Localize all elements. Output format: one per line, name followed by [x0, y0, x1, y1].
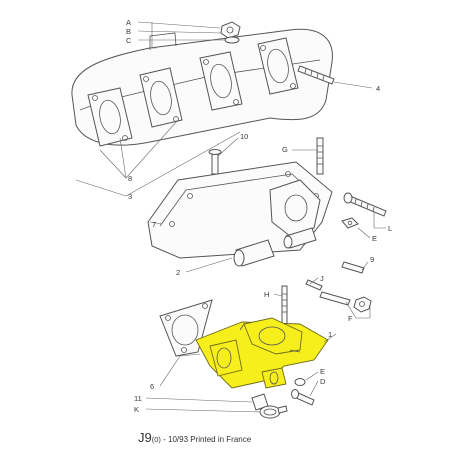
manifold-gasket-1 — [87, 87, 133, 147]
manifold-stud — [297, 65, 335, 85]
callout-labels: A B C 4 8 3 10 G 7 L E 9 2 J H F 1 6 E D… — [126, 18, 392, 414]
stud-right — [319, 291, 351, 306]
callout-1: 1 — [328, 330, 332, 339]
washer-e-upper — [341, 217, 359, 229]
callout-3: 3 — [128, 192, 132, 201]
callout-c: C — [126, 36, 132, 45]
callout-7: 7 — [152, 220, 156, 229]
intake-manifold-housing — [147, 161, 333, 267]
manifold-gasket-3 — [199, 51, 243, 111]
stud-g — [316, 137, 324, 175]
bolt-l — [343, 192, 387, 217]
callout-a: A — [126, 18, 131, 27]
footer-caption: J9(0) - 10/93 Printed in France — [138, 430, 252, 445]
callout-l: L — [388, 224, 392, 233]
callout-9: 9 — [370, 255, 374, 264]
footer-print-note: - 10/93 Printed in France — [161, 435, 252, 444]
bolt-d — [291, 389, 315, 406]
callout-2: 2 — [176, 268, 180, 277]
stud-9 — [341, 261, 365, 274]
hose-clip-k — [259, 405, 288, 419]
callout-k: K — [134, 405, 139, 414]
leader-lines — [75, 21, 386, 413]
callout-11: 11 — [134, 394, 142, 403]
callout-4: 4 — [376, 84, 380, 93]
callout-g: G — [282, 145, 288, 154]
bolt-10 — [208, 149, 222, 175]
callout-j: J — [320, 274, 324, 283]
callout-10: 10 — [240, 132, 248, 141]
footer-code: J9 — [138, 430, 152, 445]
callout-h: H — [264, 290, 269, 299]
footer-code-sub: (0) — [152, 435, 162, 444]
callout-d: D — [320, 377, 326, 386]
callout-b: B — [126, 27, 131, 36]
bolt-j — [305, 279, 323, 291]
callout-6: 6 — [150, 382, 154, 391]
callout-e-upper: E — [372, 234, 377, 243]
highlighted-part-1 — [195, 317, 329, 389]
callout-8: 8 — [128, 174, 132, 183]
washer-e-lower — [294, 378, 306, 386]
manifold-gasket-4 — [257, 37, 299, 95]
callout-e-lower: E — [320, 367, 325, 376]
callout-f: F — [348, 314, 353, 323]
exhaust-manifold — [71, 21, 335, 147]
manifold-gasket-2 — [139, 67, 183, 128]
nut-f — [353, 296, 372, 313]
